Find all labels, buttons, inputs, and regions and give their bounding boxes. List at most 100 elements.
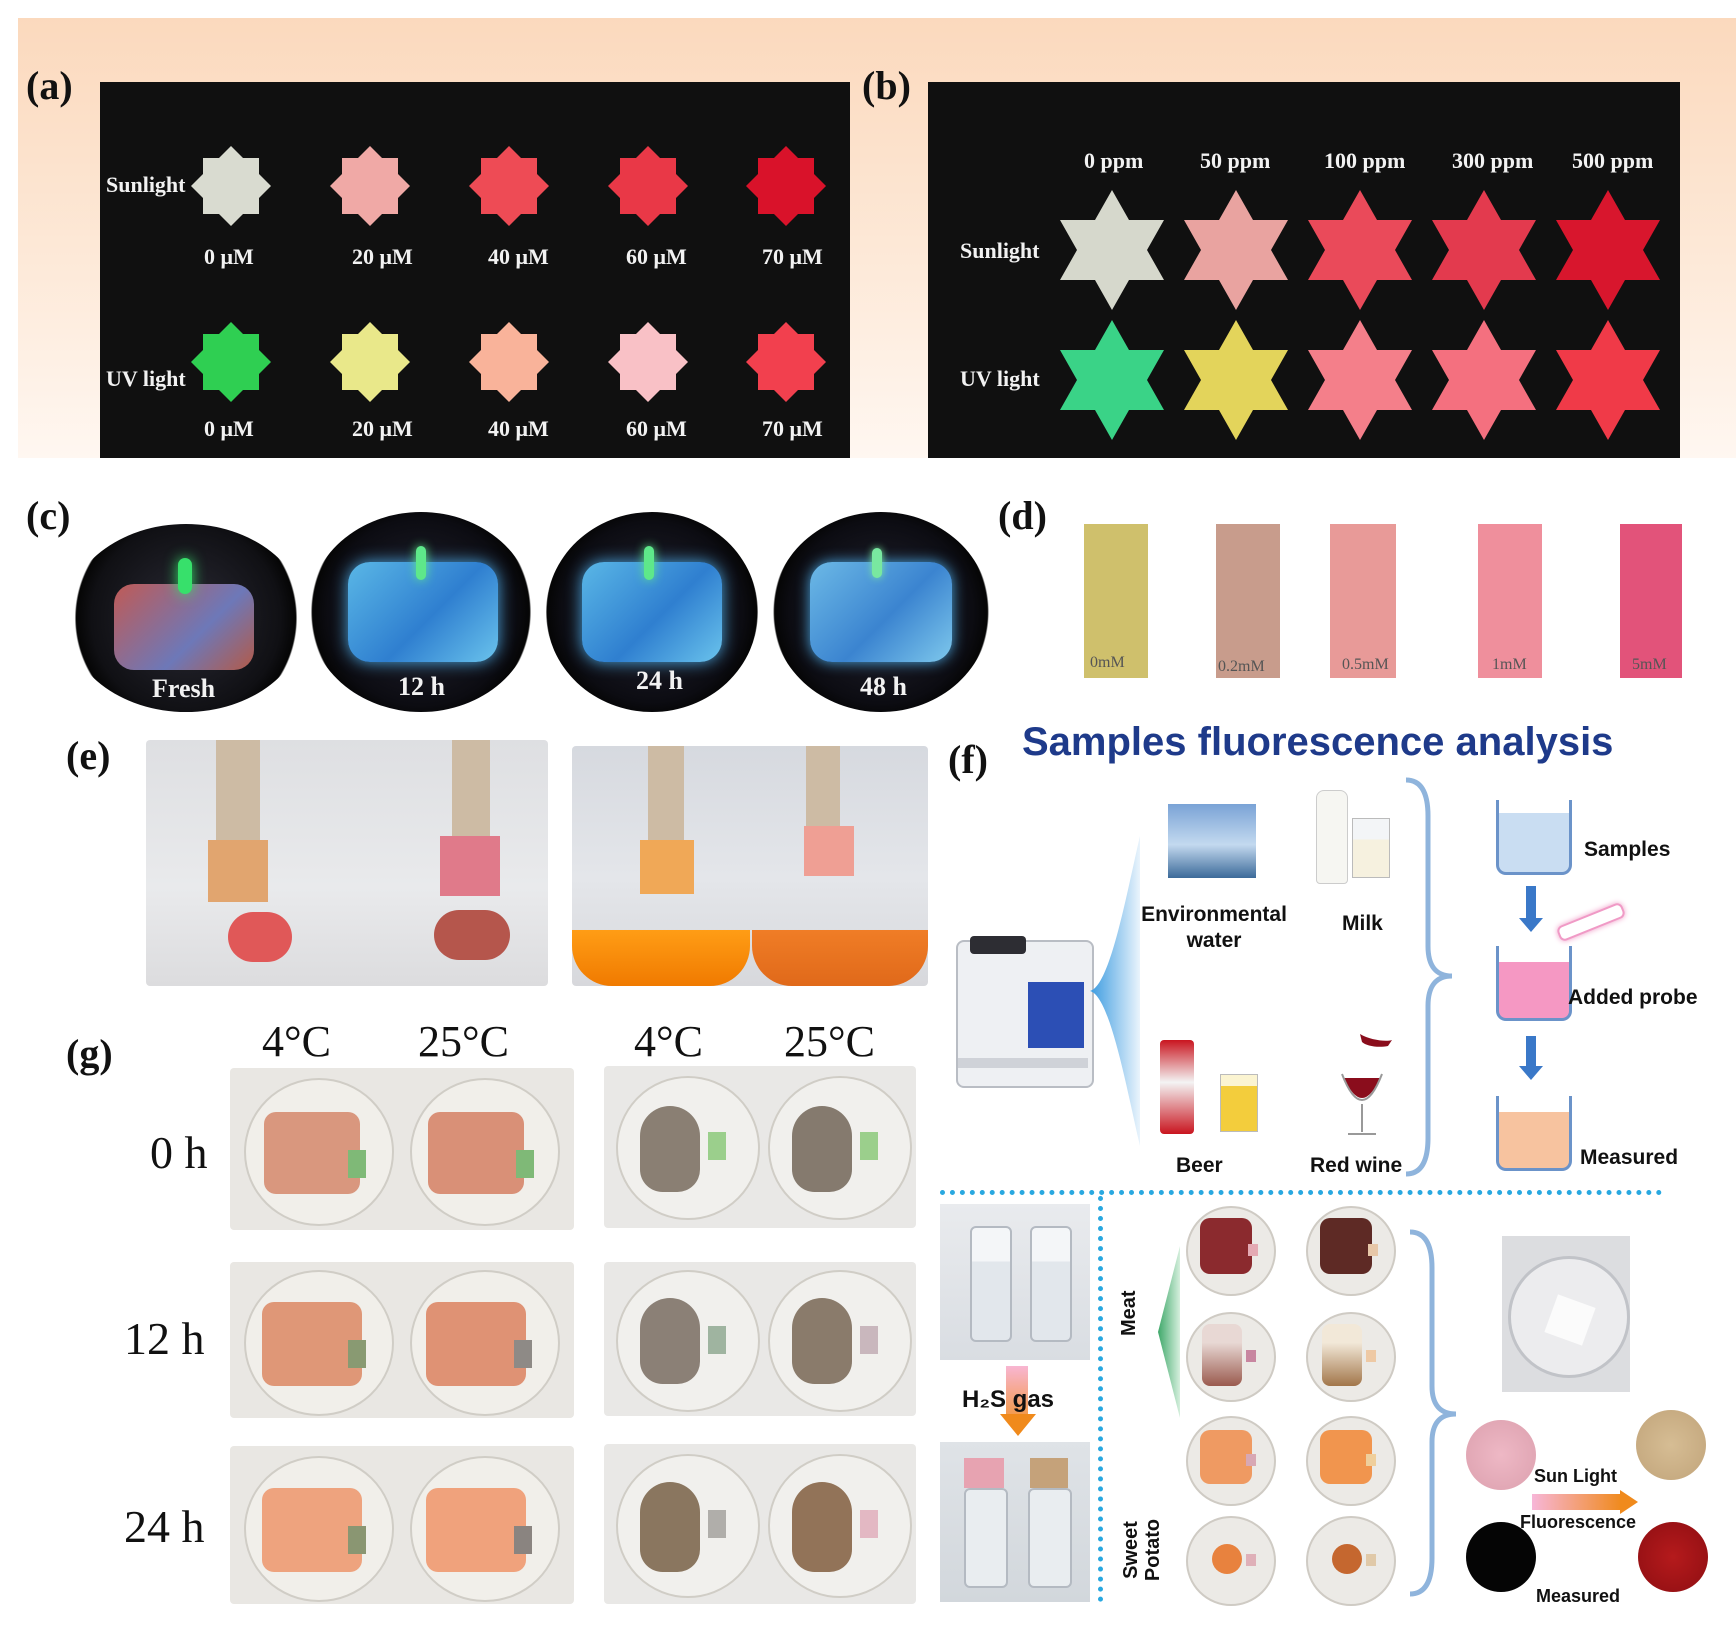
panel-a-stars xyxy=(191,146,826,402)
sample-label-red-wine: Red wine xyxy=(1310,1154,1403,1177)
panel-b-uv-label: UV light xyxy=(960,366,1040,391)
panel-a-uv-star-1 xyxy=(330,322,410,402)
panel-a-sun-star-4 xyxy=(746,146,826,226)
step-arrow-1-head xyxy=(1519,918,1543,932)
beer-can-icon xyxy=(1160,1040,1194,1134)
panel-g-meat-0h xyxy=(230,1068,574,1230)
panel-a-uv-conc-4: 70 μM xyxy=(762,416,823,441)
panel-b-ppm-4: 500 ppm xyxy=(1572,148,1654,173)
panel-b-uv-star-0 xyxy=(1060,320,1164,440)
panel-g-temp-2: 4°C xyxy=(634,1017,703,1066)
dish-12h xyxy=(308,512,534,712)
strip-0 xyxy=(1084,524,1148,678)
panel-b-image: 0 ppm 50 ppm 100 ppm 300 ppm 500 ppm Sun… xyxy=(928,82,1680,458)
panel-a-sun-conc-1: 20 μM xyxy=(352,244,413,269)
panel-a-sun-conc-3: 60 μM xyxy=(626,244,687,269)
step-samples: Samples xyxy=(1584,838,1671,861)
food-dish-8 xyxy=(1306,1516,1396,1606)
legend-sunlight-before xyxy=(1466,1420,1536,1490)
panel-b-ppm-1: 50 ppm xyxy=(1200,148,1271,173)
panel-a-uv-star-3 xyxy=(608,322,688,402)
panel-a-uv-star-0 xyxy=(191,322,271,402)
side-label-sweet-potato: Sweet Potato xyxy=(1120,1518,1164,1582)
panel-a-uv-conc-0: 0 μM xyxy=(204,416,254,441)
panel-g-shrimp-0h xyxy=(604,1066,916,1228)
legend-arrow-head xyxy=(1620,1490,1638,1514)
panel-a-sun-star-3 xyxy=(608,146,688,226)
food-dish-4 xyxy=(1306,1312,1396,1402)
panel-b-label: (b) xyxy=(862,63,911,108)
panel-g-time-2: 24 h xyxy=(124,1501,205,1552)
food-dish-6 xyxy=(1306,1416,1396,1506)
step-arrow-2-head xyxy=(1519,1066,1543,1080)
dish-24h xyxy=(546,512,758,712)
food-dish-1 xyxy=(1186,1206,1276,1296)
milk-beaker-icon xyxy=(1352,818,1390,878)
panel-g-shrimp-24h xyxy=(604,1444,916,1604)
h2s-gas-label: H₂S gas xyxy=(962,1386,1055,1413)
beaker-measured-icon xyxy=(1496,1096,1572,1171)
meat-green-wedge xyxy=(1158,1246,1180,1418)
panel-f-divider-horizontal xyxy=(940,1190,1662,1195)
legend-sunlight-after xyxy=(1636,1410,1706,1480)
strip-4 xyxy=(1620,524,1682,678)
strip-3 xyxy=(1478,524,1542,678)
legend-fluorescence-after xyxy=(1638,1522,1708,1592)
step-arrow-2 xyxy=(1526,1036,1536,1070)
panel-g-meat-24h xyxy=(230,1446,574,1604)
panel-a-uv-conc-2: 40 μM xyxy=(488,416,549,441)
panel-b-ppm-3: 300 ppm xyxy=(1452,148,1534,173)
panel-g-temp-3: 25°C xyxy=(784,1017,875,1066)
sample-label-milk: Milk xyxy=(1342,912,1383,935)
legend-arrow-shaft xyxy=(1532,1494,1622,1510)
panel-b-sun-star-3 xyxy=(1432,190,1536,310)
milk-bottle-icon xyxy=(1316,790,1348,884)
strip-1 xyxy=(1216,524,1280,678)
side-label-meat: Meat xyxy=(1118,1290,1140,1336)
panel-d-label: (d) xyxy=(998,493,1047,538)
panel-a-uv-conc-1: 20 μM xyxy=(352,416,413,441)
panel-f-title: Samples fluorescence analysis xyxy=(1022,720,1614,764)
panel-c-time-3: 48 h xyxy=(860,672,907,701)
dish-48h xyxy=(772,512,990,712)
panel-g-label: (g) xyxy=(66,1031,113,1076)
sample-label-water: Environmental water xyxy=(1141,903,1287,952)
panel-a-sun-star-2 xyxy=(469,146,549,226)
strip-label-0: 0mM xyxy=(1090,654,1125,671)
panel-d-strips: 0mM 0.2mM 0.5mM 1mM 5mM xyxy=(1080,520,1700,680)
beer-glass-icon xyxy=(1220,1074,1258,1132)
panel-b-uv-star-4 xyxy=(1556,320,1660,440)
step-added-probe: Added probe xyxy=(1568,986,1698,1009)
panel-a-uv-conc-3: 60 μM xyxy=(626,416,687,441)
panel-f-label: (f) xyxy=(948,737,988,782)
panel-a-sunlight-label: Sunlight xyxy=(106,172,186,197)
panel-g-temp-0: 4°C xyxy=(262,1017,331,1066)
red-wine-glass-icon xyxy=(1341,1034,1392,1135)
step-measured: Measured xyxy=(1580,1146,1679,1169)
strip-label-1: 0.2mM xyxy=(1218,658,1265,675)
panel-c-label: (c) xyxy=(26,493,71,538)
beaker-samples-icon xyxy=(1496,800,1572,875)
panel-a-sun-conc-4: 70 μM xyxy=(762,244,823,269)
panel-c-images: Fresh 12 h 24 h 48 h xyxy=(66,512,996,712)
gas-arrow-head xyxy=(1000,1414,1036,1436)
strip-2 xyxy=(1330,524,1396,678)
panel-g-temp-1: 25°C xyxy=(418,1017,509,1066)
panel-b-uv-star-2 xyxy=(1308,320,1412,440)
food-dish-2 xyxy=(1306,1206,1396,1296)
legend-fluorescence: Fluorescence xyxy=(1520,1512,1637,1532)
environmental-water-image xyxy=(1168,804,1256,878)
legend-measured: Measured xyxy=(1536,1586,1621,1606)
panel-b-ppm-2: 100 ppm xyxy=(1324,148,1406,173)
panel-g-meat-12h xyxy=(230,1262,574,1418)
food-bracket xyxy=(1409,1229,1457,1597)
panel-a-uv-label: UV light xyxy=(106,366,186,391)
panel-e-photo-left xyxy=(146,740,548,986)
panel-b-uv-star-3 xyxy=(1432,320,1536,440)
panel-b-sun-star-0 xyxy=(1060,190,1164,310)
panel-g-shrimp-12h xyxy=(604,1262,916,1416)
panel-c-time-0: Fresh xyxy=(152,674,216,703)
panel-a-uv-star-2 xyxy=(469,322,549,402)
probe-strip-icon xyxy=(1555,901,1627,943)
samples-bracket xyxy=(1405,777,1453,1177)
